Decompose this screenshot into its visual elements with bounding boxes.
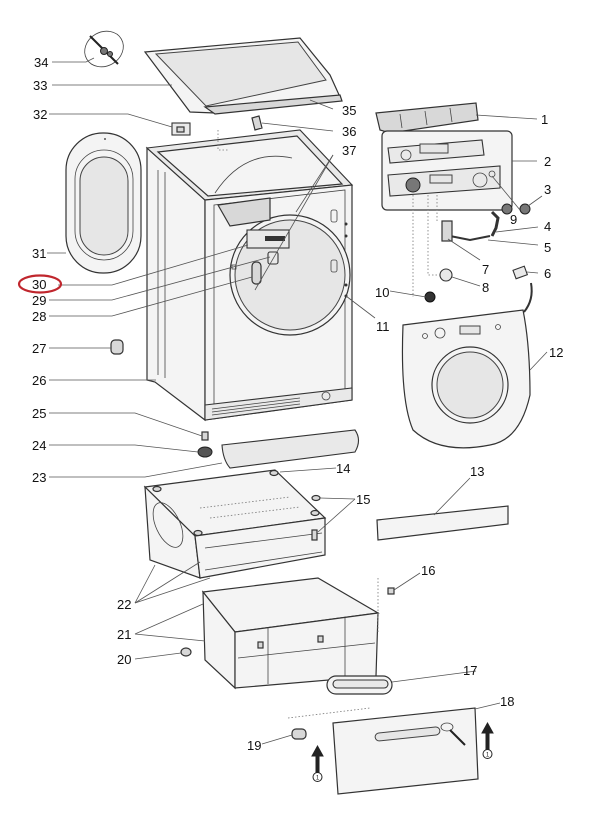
part-1-drawer-handle-top[interactable] [375,102,479,134]
callout-14[interactable]: 14 [336,461,350,476]
callout-23[interactable]: 23 [32,470,46,485]
part-28-door-catch[interactable] [251,261,262,285]
callout-labels: 34 33 32 35 36 37 31 30 29 28 27 26 25 2… [17,55,563,753]
callout-9[interactable]: 9 [510,212,517,227]
part-34-hinge-pin-kit[interactable] [78,24,130,73]
callout-4[interactable]: 4 [544,219,551,234]
assembly-arrow-right: 1 [481,721,494,759]
part-19-drawer-catch[interactable] [291,728,307,740]
part-5-button-actuator-strip[interactable] [449,235,491,242]
part-21-pedestal-drawer[interactable] [201,577,380,690]
callout-5[interactable]: 5 [544,240,551,255]
callout-19[interactable]: 19 [247,738,261,753]
callout-16[interactable]: 16 [421,563,435,578]
part-14-foot-pad[interactable] [269,469,279,477]
part-25-foot-lock-nut[interactable] [201,431,209,441]
callout-17[interactable]: 17 [463,663,477,678]
highlight-ring-30 [17,274,63,294]
callout-31[interactable]: 31 [32,246,46,261]
pedestal-frame[interactable] [143,469,327,579]
part-32-top-bracket[interactable] [171,122,191,136]
part-23-plinth-kickboard[interactable] [221,429,360,469]
part-24-adjustable-foot[interactable] [197,446,213,458]
part-33-worktop-lid[interactable] [143,37,343,115]
callout-25[interactable]: 25 [32,406,46,421]
callout-6[interactable]: 6 [544,266,551,281]
callout-26[interactable]: 26 [32,373,46,388]
callout-27[interactable]: 27 [32,341,46,356]
callout-11[interactable]: 11 [376,319,390,334]
part-31-porthole-door[interactable] [65,132,142,274]
callout-8[interactable]: 8 [482,280,489,295]
part-17-drawer-handle-bracket[interactable] [326,675,393,695]
assembly-arrow-left: 1 [311,744,324,782]
part-6-connector-clip[interactable] [512,265,533,313]
callout-7[interactable]: 7 [482,262,489,277]
part-10-knob-dark[interactable] [424,291,436,303]
callout-20[interactable]: 20 [117,652,131,667]
callout-30[interactable]: 30 [32,277,46,292]
callout-21[interactable]: 21 [117,627,131,642]
part-16-drawer-stopper[interactable] [387,587,395,595]
callout-2[interactable]: 2 [544,154,551,169]
callout-32[interactable]: 32 [33,107,47,122]
part-20-drawer-runner-clip[interactable] [180,647,192,657]
callout-1[interactable]: 1 [541,112,548,127]
callout-24[interactable]: 24 [32,438,46,453]
part-3-knob-small[interactable] [519,203,531,215]
callout-15[interactable]: 15 [356,492,370,507]
part-7-button-bracket[interactable] [441,220,453,242]
callout-10[interactable]: 10 [375,285,389,300]
part-29-interlock-switch[interactable] [267,251,279,265]
callout-13[interactable]: 13 [470,464,484,479]
part-2-control-panel-assembly[interactable] [381,130,513,211]
part-27-door-lock[interactable] [110,339,124,355]
part-8-programme-knob[interactable] [439,268,453,282]
svg-text:1: 1 [316,776,320,782]
leader-lines [47,57,548,745]
callout-37[interactable]: 37 [342,143,356,158]
part-26-cabinet[interactable] [145,129,354,422]
part-13-trim-strip[interactable] [376,505,509,541]
callout-29[interactable]: 29 [32,293,46,308]
part-36-top-clip[interactable] [251,115,263,131]
part-18-pedestal-drawer-front[interactable] [332,707,479,795]
callout-22[interactable]: 22 [117,597,131,612]
callout-3[interactable]: 3 [544,182,551,197]
callout-33[interactable]: 33 [33,78,47,93]
svg-text:1: 1 [486,753,490,759]
callout-36[interactable]: 36 [342,124,356,139]
callout-12[interactable]: 12 [549,345,563,360]
callout-34[interactable]: 34 [34,55,48,70]
part-4-push-button-set[interactable] [490,210,500,237]
part-9-knob-medium[interactable] [501,203,513,215]
part-12-front-panel-with-door[interactable] [401,309,531,449]
callout-28[interactable]: 28 [32,309,46,324]
callout-18[interactable]: 18 [500,694,514,709]
callout-35[interactable]: 35 [342,103,356,118]
